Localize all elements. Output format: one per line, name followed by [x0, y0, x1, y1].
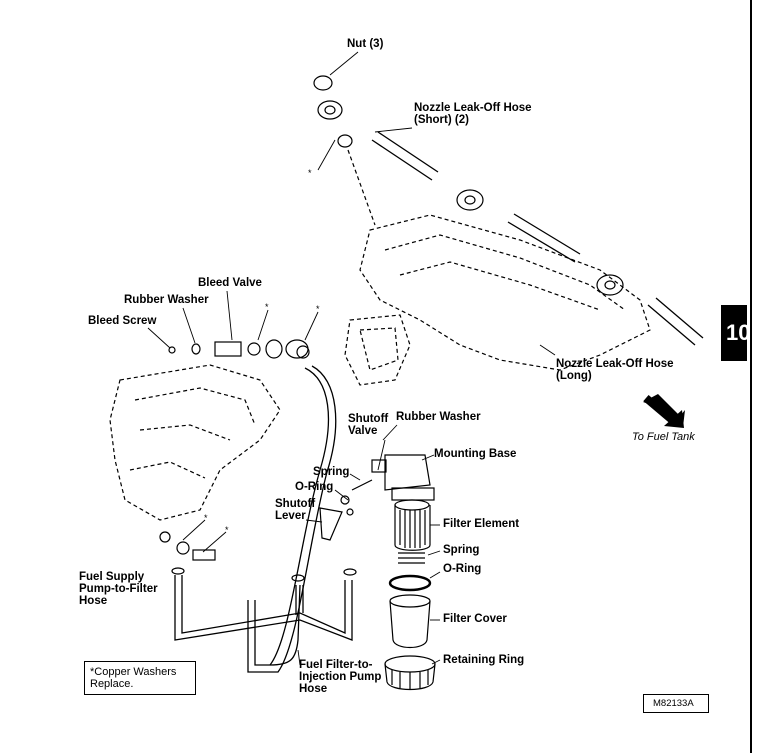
label-fuel-supply-line1: Fuel Supply: [79, 571, 145, 583]
label-nozzle-long-line1: Nozzle Leak-Off Hose: [556, 358, 674, 370]
figure-code-box: M82133A: [643, 694, 709, 713]
filter-spring: [398, 552, 425, 564]
label-rubber-washer-right: Rubber Washer: [396, 411, 481, 423]
label-nut: Nut (3): [347, 38, 384, 50]
retaining-ring: [384, 655, 436, 691]
leader-lines: [147, 51, 556, 666]
page-tab: 10: [721, 305, 751, 361]
label-o-ring-upper: O-Ring: [295, 481, 334, 493]
label-nozzle-short-line2: (Short) (2): [414, 114, 469, 126]
label-filter-element: Filter Element: [443, 518, 520, 530]
label-bleed-valve: Bleed Valve: [198, 277, 262, 289]
label-nozzle-short-line1: Nozzle Leak-Off Hose: [414, 102, 532, 114]
label-shutoff-lever-line1: Shutoff: [275, 498, 316, 510]
note-text: *Copper Washers Replace.: [90, 666, 177, 690]
filter-element: [394, 499, 431, 551]
label-fuel-filter-line2: Injection Pump: [299, 671, 382, 683]
nozzle-hose-long: [647, 297, 704, 346]
engine-head-outline: [344, 214, 651, 386]
label-shutoff-valve-line1: Shutoff: [348, 413, 389, 425]
label-filter-cover: Filter Cover: [443, 613, 507, 625]
asterisk-marker: *: [316, 304, 320, 314]
label-bleed-screw: Bleed Screw: [88, 315, 157, 327]
label-fuel-filter-line3: Hose: [299, 683, 328, 695]
label-spring-upper: Spring: [313, 466, 350, 478]
label-fuel-supply-line2: Pump-to-Filter: [79, 583, 158, 595]
asterisk-marker: *: [225, 525, 229, 535]
label-fuel-filter-line1: Fuel Filter-to-: [299, 659, 373, 671]
banjo-fittings: [313, 75, 624, 296]
label-rubber-washer-top: Rubber Washer: [124, 294, 209, 306]
label-shutoff-lever-line2: Lever: [275, 510, 306, 522]
label-to-fuel-tank: To Fuel Tank: [632, 431, 695, 443]
asterisk-marker: *: [204, 513, 208, 523]
asterisk-marker: *: [308, 168, 312, 178]
label-mounting-base: Mounting Base: [434, 448, 517, 460]
figure-code: M82133A: [653, 698, 694, 709]
label-o-ring-lower: O-Ring: [443, 563, 482, 575]
engine-block-outline: [109, 364, 281, 521]
label-spring-lower: Spring: [443, 544, 480, 556]
label-retaining-ring: Retaining Ring: [443, 654, 525, 666]
fuel-supply-hose: [174, 575, 353, 641]
page-edge-rule: [750, 0, 752, 753]
bleed-valve-group: [168, 339, 310, 359]
filter-o-ring: [388, 574, 432, 592]
page-number: 10: [726, 320, 751, 345]
asterisk-marker: *: [265, 302, 269, 312]
label-nozzle-long-line2: (Long): [556, 370, 592, 382]
nozzle-hose-short: [371, 131, 581, 263]
copper-washers-note: *Copper Washers Replace.: [84, 661, 196, 695]
filter-cover: [389, 594, 431, 649]
label-fuel-supply-line3: Hose: [79, 595, 108, 607]
fuel-filter-to-injection-hose: [247, 365, 337, 673]
label-shutoff-valve-line2: Valve: [348, 425, 378, 437]
